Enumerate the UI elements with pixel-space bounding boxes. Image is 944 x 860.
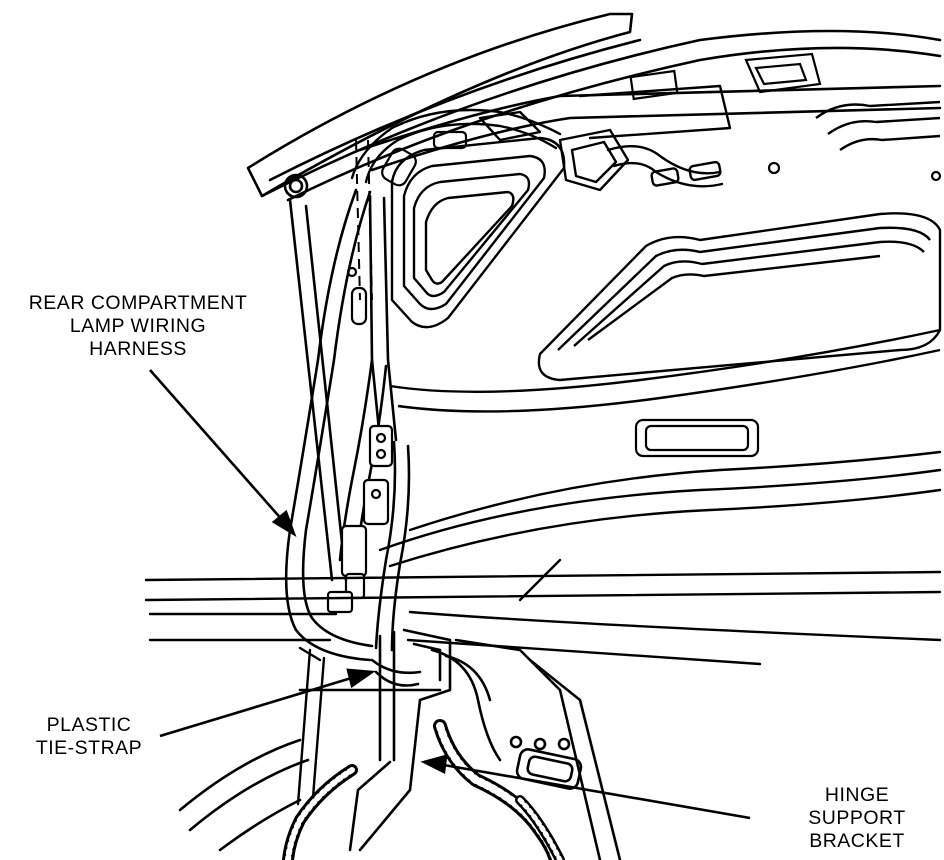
panel-details: [346, 52, 942, 458]
label-wiring-harness-line-2: LAMP WIRING: [69, 315, 207, 337]
corrugated-conduit: [282, 719, 565, 860]
label-wiring-harness: REAR COMPARTMENT LAMP WIRING HARNESS: [0, 292, 276, 361]
label-wiring-harness-line-1: REAR COMPARTMENT: [28, 292, 248, 314]
inner-panel: [389, 100, 942, 413]
hidden-line: [355, 139, 373, 301]
label-hinge-support-bracket-line-1: HINGE: [824, 784, 890, 806]
label-plastic-tie-strap: PLASTIC TIE-STRAP: [14, 714, 164, 760]
label-hinge-support-bracket-line-2: SUPPORT: [808, 807, 906, 829]
callout-arrows: [149, 369, 751, 820]
label-wiring-harness-line-3: HARNESS: [89, 338, 187, 360]
hinge-bracket: [178, 628, 622, 860]
label-hinge-support-bracket-line-3: BRACKET: [809, 830, 905, 852]
label-plastic-tie-strap-line-2: TIE-STRAP: [35, 737, 143, 759]
label-hinge-support-bracket: HINGE SUPPORT BRACKET: [772, 784, 942, 853]
label-plastic-tie-strap-line-1: PLASTIC: [46, 714, 132, 736]
harness-connectors: [326, 424, 394, 614]
body-lines: [144, 450, 942, 812]
